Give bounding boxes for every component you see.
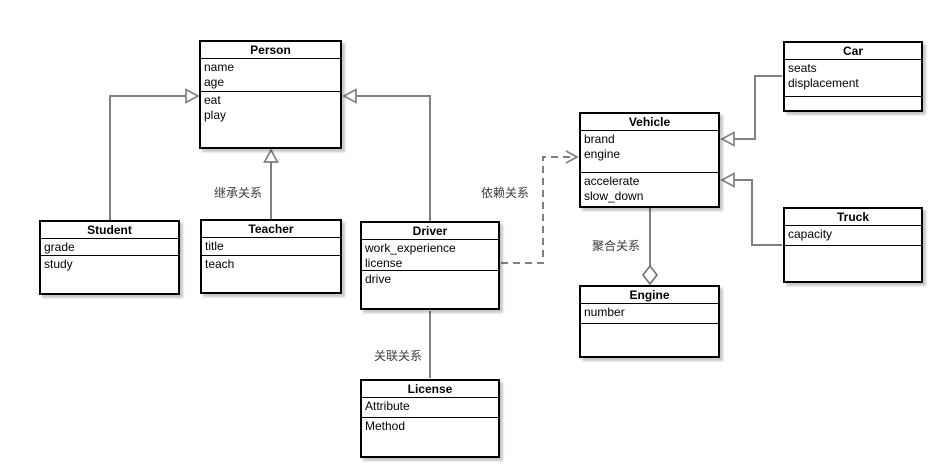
- edge-truck-vehicle-inheritance: [720, 172, 782, 246]
- class-box-car: Car seats displacement: [783, 41, 923, 112]
- attributes-section: brand engine: [581, 131, 718, 173]
- class-title: Vehicle: [581, 114, 718, 131]
- attribute: capacity: [788, 227, 833, 241]
- attributes-section: seats displacement: [785, 60, 921, 97]
- class-title: Student: [41, 222, 178, 239]
- method: accelerate: [584, 174, 640, 188]
- class-box-person: Person name age eat play: [199, 40, 342, 149]
- attributes-section: capacity: [785, 226, 921, 246]
- method: drive: [365, 272, 392, 286]
- attribute: engine: [584, 147, 621, 161]
- attribute: displacement: [788, 76, 859, 90]
- methods-section: [581, 324, 718, 356]
- inheritance-arrowhead: [720, 172, 735, 188]
- inheritance-arrowhead: [342, 88, 357, 104]
- attributes-section: grade: [41, 239, 178, 256]
- dependency-relationship-label: 依赖关系: [481, 186, 530, 200]
- attributes-section: title: [202, 238, 340, 256]
- methods-section: eat play: [201, 92, 340, 147]
- method: Method: [365, 419, 406, 433]
- attribute: age: [204, 75, 225, 89]
- edge-driver-person-inheritance: [342, 88, 431, 221]
- method: study: [44, 257, 73, 271]
- class-box-student: Student grade study: [39, 220, 180, 295]
- attribute: name: [204, 60, 235, 74]
- edge-car-vehicle-inheritance: [720, 75, 782, 147]
- class-title: Car: [785, 43, 921, 60]
- association-relationship-label: 关联关系: [374, 349, 423, 363]
- aggregation-diamond: [641, 264, 659, 286]
- aggregation-relationship-label: 聚合关系: [592, 239, 641, 253]
- class-box-teacher: Teacher title teach: [200, 219, 342, 294]
- edge-student-person-inheritance: [109, 88, 200, 220]
- methods-section: [785, 246, 921, 281]
- inheritance-arrowhead: [185, 88, 200, 104]
- methods-section: teach: [202, 256, 340, 292]
- method: eat: [204, 93, 221, 107]
- attribute: seats: [788, 61, 817, 75]
- class-box-engine: Engine number: [579, 285, 720, 358]
- class-box-driver: Driver work_experience license drive: [360, 221, 500, 310]
- class-title: Person: [201, 42, 340, 59]
- inheritance-arrowhead: [720, 131, 735, 147]
- edge-teacher-person-inheritance: [263, 148, 279, 219]
- methods-section: Method: [362, 418, 498, 456]
- attribute: number: [584, 305, 625, 319]
- attribute: Attribute: [365, 399, 410, 413]
- open-arrowhead: [565, 150, 579, 164]
- methods-section: study: [41, 256, 178, 293]
- class-title: Teacher: [202, 221, 340, 238]
- class-title: Engine: [581, 287, 718, 304]
- attribute: work_experience: [365, 241, 456, 255]
- methods-section: accelerate slow_down: [581, 173, 718, 206]
- attribute: grade: [44, 240, 75, 254]
- attributes-section: work_experience license: [362, 240, 498, 271]
- class-title: License: [362, 381, 498, 398]
- inheritance-relationship-label: 继承关系: [214, 186, 263, 200]
- method: teach: [205, 257, 235, 271]
- methods-section: drive: [362, 271, 498, 308]
- attributes-section: number: [581, 304, 718, 324]
- class-title: Truck: [785, 209, 921, 226]
- attributes-section: Attribute: [362, 398, 498, 418]
- class-title: Driver: [362, 223, 498, 240]
- attributes-section: name age: [201, 59, 340, 92]
- class-box-truck: Truck capacity: [783, 207, 923, 283]
- method: slow_down: [584, 189, 644, 203]
- class-box-license: License Attribute Method: [360, 379, 500, 458]
- class-box-vehicle: Vehicle brand engine accelerate slow_dow…: [579, 112, 720, 208]
- attribute: title: [205, 239, 224, 253]
- inheritance-arrowhead: [263, 148, 279, 163]
- methods-section: [785, 97, 921, 110]
- method: play: [204, 108, 227, 122]
- edge-driver-vehicle-dependency: [501, 150, 579, 264]
- attribute: license: [365, 256, 403, 270]
- attribute: brand: [584, 132, 615, 146]
- edge-vehicle-engine-aggregation: [641, 208, 659, 286]
